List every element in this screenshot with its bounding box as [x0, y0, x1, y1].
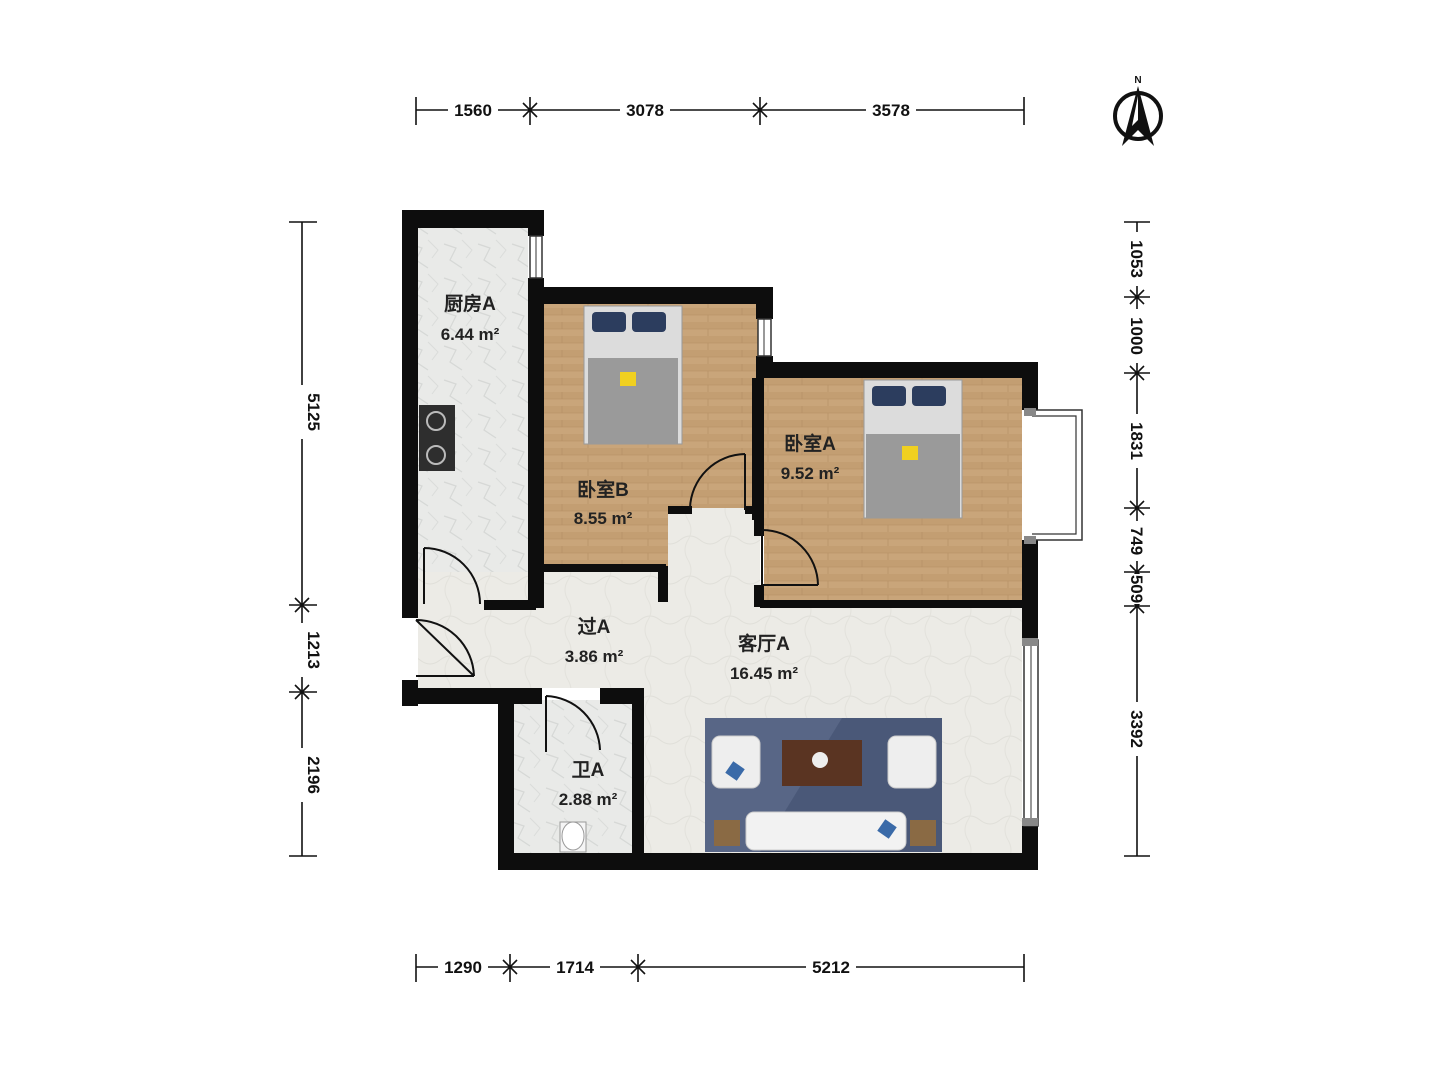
- room-area-kitchen: 6.44 m²: [441, 325, 500, 344]
- dim-right-2: 1000: [1127, 317, 1146, 355]
- room-name-hall: 过A: [578, 616, 611, 638]
- dim-left-3: 2196: [304, 756, 323, 794]
- room-area-bedroom-b: 8.55 m²: [574, 509, 633, 528]
- dimension-top: 1560 3078 3578: [415, 97, 1025, 125]
- dim-left-2: 1213: [304, 631, 323, 669]
- dim-top-2: 3078: [626, 101, 664, 120]
- room-area-hall: 3.86 m²: [565, 647, 624, 666]
- hall-floor-upper: [668, 508, 760, 608]
- dimension-left: 5125 1213 2196: [289, 221, 323, 857]
- bedroom-a-door: [761, 529, 819, 586]
- compass-label: N: [1134, 75, 1141, 86]
- bedroom-b-door: [689, 453, 746, 510]
- dim-left-1: 5125: [304, 393, 323, 431]
- dim-top-1: 1560: [454, 101, 492, 120]
- windows: [529, 235, 1083, 827]
- room-area-bath: 2.88 m²: [559, 790, 618, 809]
- dim-right-1: 1053: [1127, 240, 1146, 278]
- room-name-bedroom-b: 卧室B: [577, 478, 629, 501]
- room-name-bedroom-a: 卧室A: [784, 432, 836, 455]
- room-area-living: 16.45 m²: [730, 664, 798, 683]
- room-labels: 厨房A 6.44 m² 卧室B 8.55 m² 卧室A 9.52 m² 过A 3…: [441, 292, 840, 809]
- room-name-living: 客厅A: [738, 632, 790, 655]
- dim-bottom-1: 1290: [444, 958, 482, 977]
- bath-door: [545, 695, 601, 752]
- toilet-icon: [559, 821, 587, 853]
- room-name-bath: 卫A: [572, 760, 605, 781]
- dim-right-6: 3392: [1127, 710, 1146, 748]
- dimension-right: 1053 1000 1831 749 509 3392: [1124, 221, 1150, 857]
- dimension-bottom: 1290 1714 5212: [415, 954, 1025, 982]
- entry-door: [415, 619, 475, 677]
- room-area-bedroom-a: 9.52 m²: [781, 464, 840, 483]
- room-name-kitchen: 厨房A: [444, 292, 496, 315]
- dim-right-5: 509: [1127, 575, 1146, 603]
- furniture: [419, 305, 963, 853]
- sofa-set-icon: [705, 718, 942, 852]
- bay-window: [1024, 409, 1083, 541]
- walls: [402, 210, 1038, 870]
- dim-top-3: 3578: [872, 101, 910, 120]
- dim-bottom-2: 1714: [556, 958, 594, 977]
- dim-right-4: 749: [1127, 527, 1146, 555]
- north-compass-icon: N: [1113, 75, 1163, 146]
- doors: [415, 453, 819, 752]
- dim-bottom-3: 5212: [812, 958, 850, 977]
- dim-right-3: 1831: [1127, 422, 1146, 460]
- stove-icon: [419, 405, 455, 471]
- bed-a-icon: [863, 379, 963, 519]
- kitchen-door: [423, 547, 481, 605]
- bed-b-icon: [583, 305, 683, 445]
